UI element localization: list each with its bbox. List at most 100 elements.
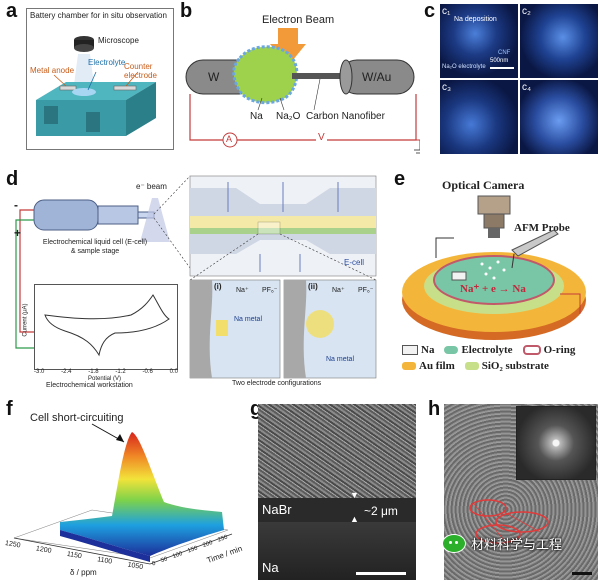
- c1-label: c₁: [442, 6, 451, 17]
- scale-bar: [490, 67, 514, 69]
- na-ion-label-ii: Na⁺: [332, 287, 345, 294]
- panel-a-label: a: [6, 0, 18, 22]
- legend-text: Electrolyte: [461, 344, 513, 356]
- pf6-label-i: PF₆⁻: [262, 287, 278, 294]
- w-au-label: W/Au: [362, 70, 392, 84]
- electron-beam-arrow: [270, 28, 306, 66]
- scale-bar: [572, 572, 592, 575]
- config-i-label: (i): [214, 282, 222, 291]
- watermark-text: 材料科学与工程: [470, 537, 562, 552]
- panel-c: c c₁ Na deposition CNF Na₂O electrolyte …: [424, 0, 600, 160]
- electron-beam-label: Electron Beam: [262, 14, 335, 26]
- cv-ylabel: Current (μA): [22, 303, 29, 337]
- legend-item-electrolyte: Electrolyte: [444, 344, 513, 356]
- cv-xtick: -1.2: [115, 369, 126, 375]
- panel-e-legend: Na Electrolyte O-ring Au film SiO₂ subst…: [402, 344, 598, 372]
- plus-terminal-label: +: [14, 226, 22, 240]
- two-configs-label: Two electrode configurations: [232, 380, 322, 387]
- c3-label: c₃: [442, 82, 452, 93]
- legend-item-sio2: SiO₂ substrate: [464, 360, 549, 372]
- legend-item-au-film: Au film: [402, 360, 455, 372]
- sem-nabr-layer: [258, 498, 416, 522]
- wechat-icon: [441, 534, 466, 553]
- afm-setup-illustration: [402, 195, 586, 340]
- cv-xtick: -0.6: [142, 369, 153, 375]
- na-metal-label-ii: Na metal: [326, 356, 355, 363]
- panel-e: e Optical Camera AFM Probe Na⁺ + e → Na …: [394, 168, 600, 390]
- cnf-label: CNF: [498, 50, 511, 56]
- na-label: Na: [250, 111, 263, 122]
- sem-na-layer: [258, 522, 416, 580]
- e-beam-label: e⁻ beam: [136, 182, 167, 191]
- carbon-nanofiber-label: Carbon Nanofiber: [306, 111, 385, 122]
- panel-a: a Battery chamber for in situ observatio…: [0, 0, 178, 160]
- na-blob: [232, 45, 299, 105]
- legend-text: O-ring: [543, 344, 576, 356]
- panel-g: g NaBr ~2 μm ▼ ▲ Na: [250, 398, 418, 581]
- legend-text: Na: [421, 344, 435, 356]
- electrolyte-label: Electrolyte: [88, 58, 126, 67]
- tem-image-c1: c₁ Na deposition CNF Na₂O electrolyte 50…: [440, 4, 518, 78]
- legend-swatch: [402, 362, 416, 370]
- nanobattery-schematic: [185, 28, 420, 154]
- e-cell-description: Electrochemical liquid cell (E-cell) & s…: [42, 239, 148, 255]
- cv-xticks: -3.0 -2.4 -1.8 -1.2 -0.6 0.0: [34, 369, 178, 375]
- panel-c-label: c: [424, 0, 436, 22]
- na-metal-label-i: Na metal: [234, 316, 263, 323]
- panel-e-label: e: [394, 168, 406, 190]
- tem-image-c2: c₂: [520, 4, 598, 78]
- afm-probe-icon: [511, 229, 559, 257]
- microscope-label: Microscope: [98, 36, 139, 45]
- cv-xtick: 0.0: [169, 369, 178, 375]
- scale-bar: [356, 572, 406, 575]
- optical-camera-label: Optical Camera: [442, 178, 525, 192]
- legend-swatch: [444, 346, 459, 354]
- w-left-label: W: [208, 70, 220, 84]
- panel-f-label: f: [6, 398, 13, 420]
- na2o-label: Na₂O: [276, 111, 301, 122]
- tem-image-c3: c₃: [440, 80, 518, 154]
- c2-label: c₂: [522, 6, 531, 17]
- f-xlabel: δ / ppm: [70, 568, 97, 577]
- panel-f: f Cell short-circuiting 1250 1200 1150 1…: [0, 398, 246, 581]
- sem-image: NaBr ~2 μm ▼ ▲ Na: [258, 404, 416, 580]
- liquid-cell-schematic: [15, 175, 377, 379]
- c4-label: c₄: [522, 82, 532, 93]
- scale-label: 500nm: [490, 58, 509, 64]
- cv-xlabel: Potential (V): [88, 376, 122, 382]
- panel-h: h 材料科学与工程: [422, 398, 600, 581]
- cv-xtick: -1.8: [88, 369, 99, 375]
- minus-terminal-label: -: [14, 198, 18, 212]
- legend-swatch: [522, 345, 541, 355]
- e-cell-tag: E-cell: [344, 258, 365, 267]
- panel-b-label: b: [180, 0, 193, 22]
- na-deposition-label: Na deposition: [454, 16, 497, 23]
- nabr-label: NaBr: [262, 502, 292, 517]
- ammeter-icon: [222, 132, 238, 148]
- thickness-label: ~2 μm: [364, 504, 398, 518]
- panel-b: b Electron Beam W W/Au Na Na₂O Carbon Na…: [180, 0, 420, 160]
- fft-inset: [516, 406, 596, 480]
- legend-text: SiO₂ substrate: [481, 360, 549, 372]
- watermark: 材料科学与工程: [441, 534, 562, 553]
- short-circuit-annotation: Cell short-circuiting: [30, 412, 124, 424]
- legend-swatch: [464, 362, 479, 370]
- battery-chamber-illustration: [36, 36, 156, 136]
- na-label-g: Na: [262, 560, 279, 575]
- workstation-label: Electrochemical workstation: [46, 382, 133, 389]
- sem-top-texture: [258, 404, 416, 498]
- f-ytick: 0: [151, 560, 157, 568]
- lattice-fringe-highlight: [469, 499, 549, 544]
- na-ion-label-i: Na⁺: [236, 287, 249, 294]
- tem-image-c4: c₄: [520, 80, 598, 154]
- voltage-label: V: [316, 132, 327, 143]
- arrow-down-icon: ▼: [350, 490, 359, 500]
- panel-a-title: Battery chamber for in situ observation: [30, 11, 167, 20]
- legend-swatch: [402, 345, 418, 355]
- hrtem-image: [444, 404, 598, 580]
- nmr-peak-surface: [60, 432, 224, 556]
- legend-item-o-ring: O-ring: [522, 344, 576, 356]
- pf6-label-ii: PF₆⁻: [358, 287, 374, 294]
- counter-electrode-label: Counter electrode: [124, 62, 157, 80]
- cv-curve: [44, 294, 170, 357]
